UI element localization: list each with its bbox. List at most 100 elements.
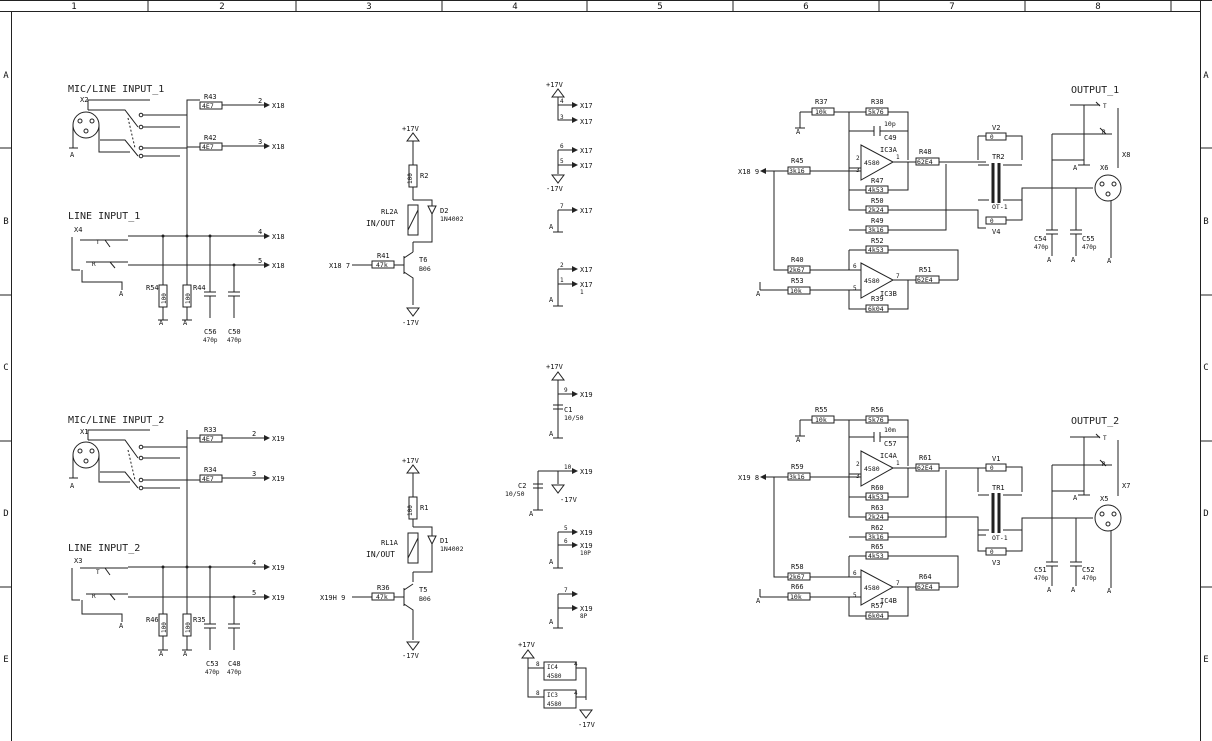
ref-c48: C48 [228,660,241,668]
value-r41: 47k [376,261,388,269]
value-c53: 470p [205,669,220,676]
ref-r66: R66 [791,583,804,591]
row-label: E [1203,655,1208,665]
pin-label: 8 [536,661,540,668]
ground-label: A [549,618,554,626]
ref-r47: R47 [871,177,884,185]
connector-arrow-icon [572,391,578,397]
rail-pos: +17V [402,125,420,133]
connector-x19: X19 [580,468,593,476]
rail-neg: -17V [402,319,420,327]
value-r57: 6k04 [868,612,884,620]
pin-label: 7 [560,203,564,210]
ground-label: A [1107,257,1112,265]
output-stage-1: R37 10k A R38 5k76 10p C49 IC3A 4580 2 3… [738,85,1130,313]
row-label: A [3,71,9,81]
resistor-r52 [865,245,889,254]
ref-c57: C57 [884,440,897,448]
value-ic3b: 4580 [864,277,880,285]
col-label: 4 [512,2,517,12]
connector-arrow-icon [572,207,578,213]
ref-r36: R36 [377,584,390,592]
col-label: 8 [1095,2,1100,12]
ref-r38: R38 [871,98,884,106]
ground-label: A [1047,256,1052,264]
value-r36: 47k [376,593,388,601]
heading-output-2: OUTPUT_2 [1071,416,1119,427]
connector-x18: X18 [272,233,285,241]
jack-tip-icon: T [96,569,100,576]
ground-label: A [549,430,554,438]
opamp-supply-ic3 [543,689,577,709]
value-r35: 100 [185,622,192,633]
connector-label-x7: X7 [1122,482,1130,490]
ref-r41: R41 [377,252,390,260]
pin-label: 6 [853,570,857,577]
resistor-r65 [865,551,889,560]
value-r53: 10k [790,287,802,295]
supply-arrow-icon [551,88,565,98]
ref-r54: R54 [146,284,159,292]
ref-ic4b: IC4B [880,597,897,605]
ground-label: A [1073,494,1078,502]
ref-tr1: TR1 [992,484,1005,492]
value-r63: 2k24 [868,513,884,521]
connector-x19: X19 [580,391,593,399]
connector-arrow-icon [760,474,766,480]
connector-arrow-icon [572,468,578,474]
connector-x17: X17 [580,162,593,170]
pin-label: 3 [252,470,256,478]
xlr-output-x5 [1094,504,1122,532]
resistor-r60 [865,492,889,501]
ground-label: A [529,510,534,518]
resistor-r48 [915,157,940,166]
connector-arrow-icon [572,591,578,597]
ref-c54: C54 [1034,235,1047,243]
pin-label: 8 [536,690,540,697]
ref-r46: R46 [146,616,159,624]
connector-arrow-icon [264,435,270,441]
connector-arrow-icon [760,168,766,174]
connector-x17: X17 [580,281,593,289]
resistor-r63 [865,512,889,521]
ref-v4: V4 [992,228,1000,236]
ground-label: A [119,290,124,298]
value-c2: 10/50 [505,490,525,498]
ref-r60: R60 [871,484,884,492]
value-r43: 4E7 [202,102,214,110]
col-label: 7 [949,2,954,12]
pin-label: 2 [560,262,564,269]
ref-r57: R57 [871,602,884,610]
value-r60: 4k53 [868,493,884,501]
row-label: D [1203,509,1208,519]
connector-arrow-icon [572,605,578,611]
ref-t5: T5 [419,586,427,594]
label-inout: IN/OUT [366,219,395,228]
resistor-r64 [915,582,940,591]
ground-label: A [549,558,554,566]
connector-arrow-icon [264,143,270,149]
ref-r56: R56 [871,406,884,414]
value-r40: 2k67 [789,266,805,274]
connector-label-x5: X5 [1100,495,1108,503]
supply-arrow-icon [551,174,565,184]
ref-r34: R34 [204,466,217,474]
row-label: C [3,363,8,373]
ground-label: A [756,597,761,605]
value-c56: 470p [203,337,218,344]
col-label: 3 [366,2,371,12]
supply-arrow-icon [406,641,420,651]
row-label: B [3,217,8,227]
resistor-r2 [408,164,418,188]
pin-label: 2 [856,155,860,162]
ref-r35: R35 [193,616,206,624]
connector-arrow-icon [572,102,578,108]
ref-r39: R39 [871,295,884,303]
row-label: C [1203,363,1208,373]
connector-x18-9: X18 9 [738,168,759,176]
heading-output-1: OUTPUT_1 [1071,85,1119,96]
transformer-tr1 [978,493,1052,533]
value-ic3a: 4580 [864,159,880,167]
